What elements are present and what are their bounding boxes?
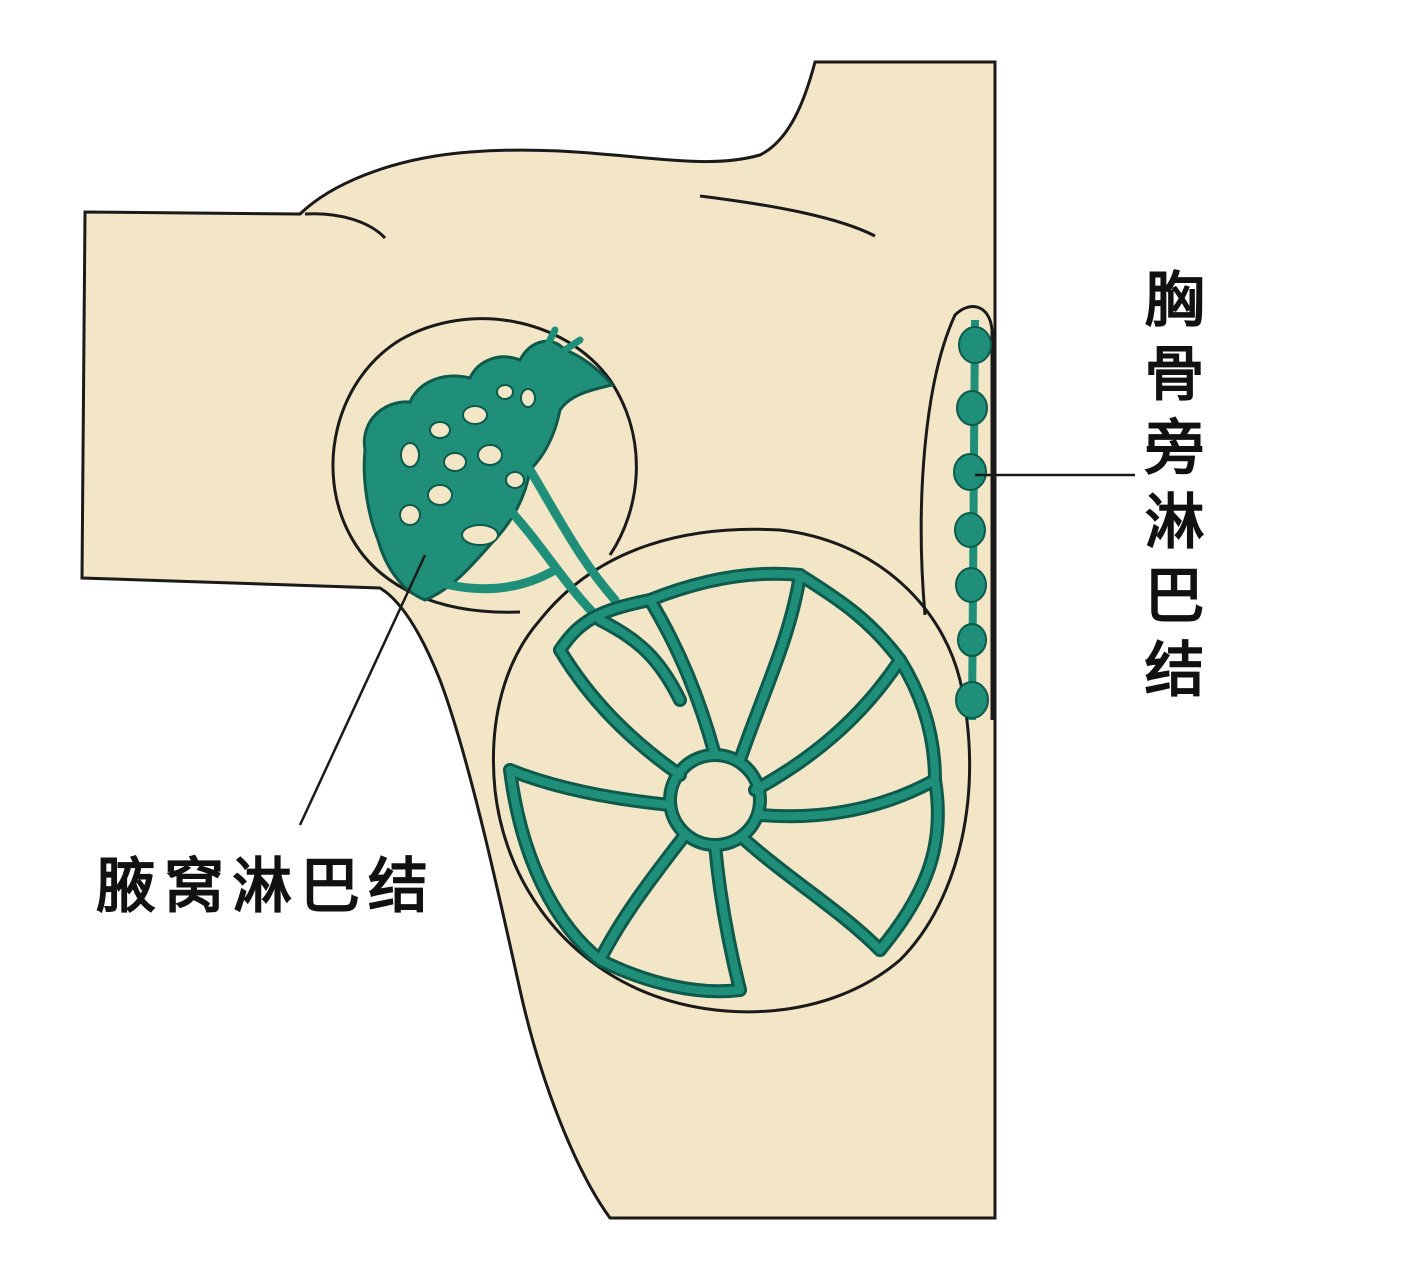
breast-lymph-network-fill [506, 569, 942, 996]
parasternal-node-chain [953, 319, 992, 721]
cluster-gap [496, 384, 514, 400]
sternum-strip-outline [919, 305, 994, 720]
parasternal-lymph-node-label: 胸骨旁淋巴结 [1134, 268, 1204, 712]
connecting-vessels [425, 465, 620, 625]
collar-crease [699, 194, 876, 238]
parasternal-node [955, 567, 987, 603]
parasternal-node [954, 512, 986, 548]
cluster-gap [399, 504, 421, 526]
shoulder-crease [304, 212, 387, 240]
axillary-region-outline [331, 317, 638, 614]
axillary-vessel [536, 326, 584, 364]
breast-outline [491, 527, 972, 1014]
parasternal-node [956, 390, 988, 426]
axillary-leader-line [298, 554, 427, 826]
axillary-lymph-node-label: 腋窝淋巴结 [96, 852, 436, 922]
cluster-gap [461, 524, 499, 546]
parasternal-node [957, 623, 987, 657]
cluster-gap [429, 421, 451, 439]
cluster-gap [400, 442, 420, 468]
parasternal-node [953, 453, 987, 491]
cluster-gap [477, 444, 503, 466]
parasternal-node [955, 681, 989, 719]
parasternal-node [958, 326, 992, 364]
cluster-gap [427, 484, 453, 506]
cluster-gap [443, 452, 467, 472]
cluster-gap [520, 388, 536, 408]
cluster-gap [462, 405, 488, 425]
cluster-gap [505, 471, 525, 489]
